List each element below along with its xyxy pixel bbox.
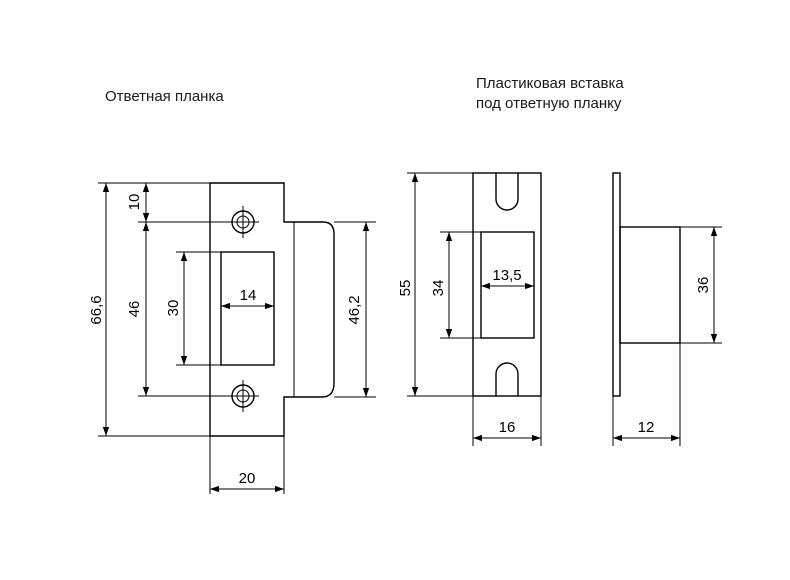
strike-plate-drawing: 66,6 10 46 30 14 46,2 20 [88,182,376,494]
dim-insert-slot-width: 13,5 [492,267,521,284]
insert-title-line1: Пластиковая вставка [476,75,624,92]
insert-front-outline [472,172,542,397]
dim-slot-width: 14 [240,287,257,304]
dim-box-height: 36 [695,277,712,294]
dim-insert-height: 55 [397,280,414,297]
dim-box-depth: 12 [638,419,655,436]
dim-slot-height: 30 [165,300,182,317]
dim-lip-height: 46,2 [346,295,363,324]
dim-plate-width: 20 [239,470,256,487]
insert-side-box [619,226,681,344]
dim-strike-height: 66,6 [88,295,105,324]
strike-plate-outline [209,182,335,437]
insert-top-screw-slot [495,173,519,211]
insert-slot [480,231,535,339]
insert-side-flange [612,172,621,397]
insert-bottom-screw-slot [495,362,519,396]
insert-title-line2: под ответную планку [476,95,622,112]
dim-hole-spacing: 46 [126,301,143,318]
strike-plate-title: Ответная планка [105,88,224,105]
dim-hole-offset: 10 [126,194,143,211]
insert-side-drawing: 36 12 [612,172,722,446]
dim-insert-slot-height: 34 [430,280,447,297]
dim-insert-width: 16 [499,419,516,436]
strike-plate-slot [220,251,275,366]
insert-front-drawing: 55 34 13,5 16 [397,172,542,446]
